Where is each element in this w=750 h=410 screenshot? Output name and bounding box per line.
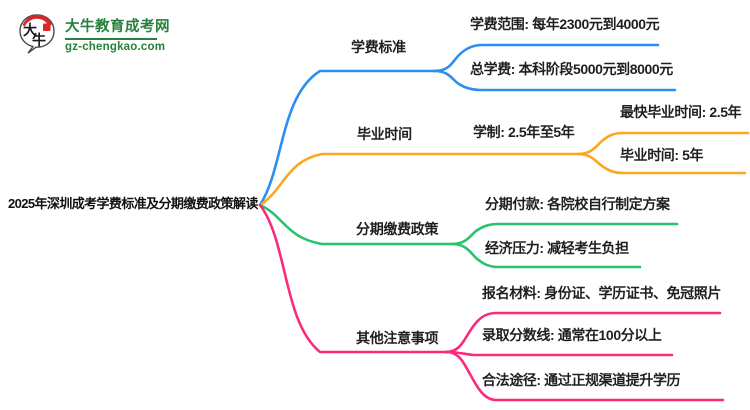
branch-line-notes-leaf3	[444, 350, 725, 402]
branch-line-graduation-leaf1	[576, 131, 750, 156]
leaf-fastest-graduation: 最快毕业时间: 2.5年	[620, 104, 742, 120]
branch-line-installment	[258, 203, 679, 269]
site-logo[interactable]: 大 牛 大牛教育成考网 gz-chengkao.com	[16, 12, 170, 56]
branch-label-notes: 其他注意事项	[356, 330, 439, 346]
logo-character-da: 大	[23, 22, 37, 38]
subnode-study-duration: 学制: 2.5年至5年	[473, 124, 575, 140]
branch-line-notes-leaf2	[444, 350, 674, 357]
speech-bubble-logo-icon: 大 牛	[19, 14, 55, 54]
branch-label-graduation: 毕业时间	[357, 126, 412, 142]
logo-site-domain: gz-chengkao.com	[65, 40, 166, 53]
logo-character-niu: 牛	[32, 32, 46, 48]
leaf-installment-plan: 分期付款: 各院校自行制定方案	[485, 196, 670, 212]
branch-line-tuition-leaf1	[432, 43, 660, 73]
branch-line-notes-leaf1	[444, 311, 722, 354]
branch-line-tuition-leaf2	[432, 69, 677, 92]
logo-text-block: 大牛教育成考网 gz-chengkao.com	[65, 15, 170, 53]
branch-line-graduation-main	[258, 152, 580, 207]
leaf-financial-pressure: 经济压力: 减轻考生负担	[485, 240, 629, 256]
branch-label-tuition: 学费标准	[351, 39, 406, 55]
branch-line-installment-main	[258, 203, 454, 246]
branch-line-graduation	[258, 131, 750, 207]
branch-line-notes	[258, 203, 725, 402]
leaf-legal-channel: 合法途径: 通过正规渠道提升学历	[482, 372, 681, 388]
leaf-registration-materials: 报名材料: 身份证、学历证书、免冠照片	[482, 285, 721, 301]
logo-site-name: 大牛教育成考网	[65, 19, 170, 36]
leaf-admission-score: 录取分数线: 通常在100分以上	[482, 327, 662, 343]
root-topic: 2025年深圳成考学费标准及分期缴费政策解读	[8, 196, 258, 211]
branch-line-graduation-leaf2	[576, 152, 747, 175]
leaf-tuition-total: 总学费: 本科阶段5000元到8000元	[470, 61, 673, 77]
branch-label-installment: 分期缴费政策	[356, 221, 439, 237]
leaf-graduation-time: 毕业时间: 5年	[620, 147, 704, 163]
branch-line-tuition	[258, 43, 677, 207]
branch-line-notes-main	[258, 203, 448, 354]
logo-divider	[65, 38, 157, 40]
branch-line-tuition-main	[258, 69, 436, 207]
branch-line-installment-leaf1	[450, 222, 679, 246]
leaf-tuition-range: 学费范围: 每年2300元到4000元	[470, 16, 660, 32]
branch-line-installment-leaf2	[450, 242, 642, 269]
